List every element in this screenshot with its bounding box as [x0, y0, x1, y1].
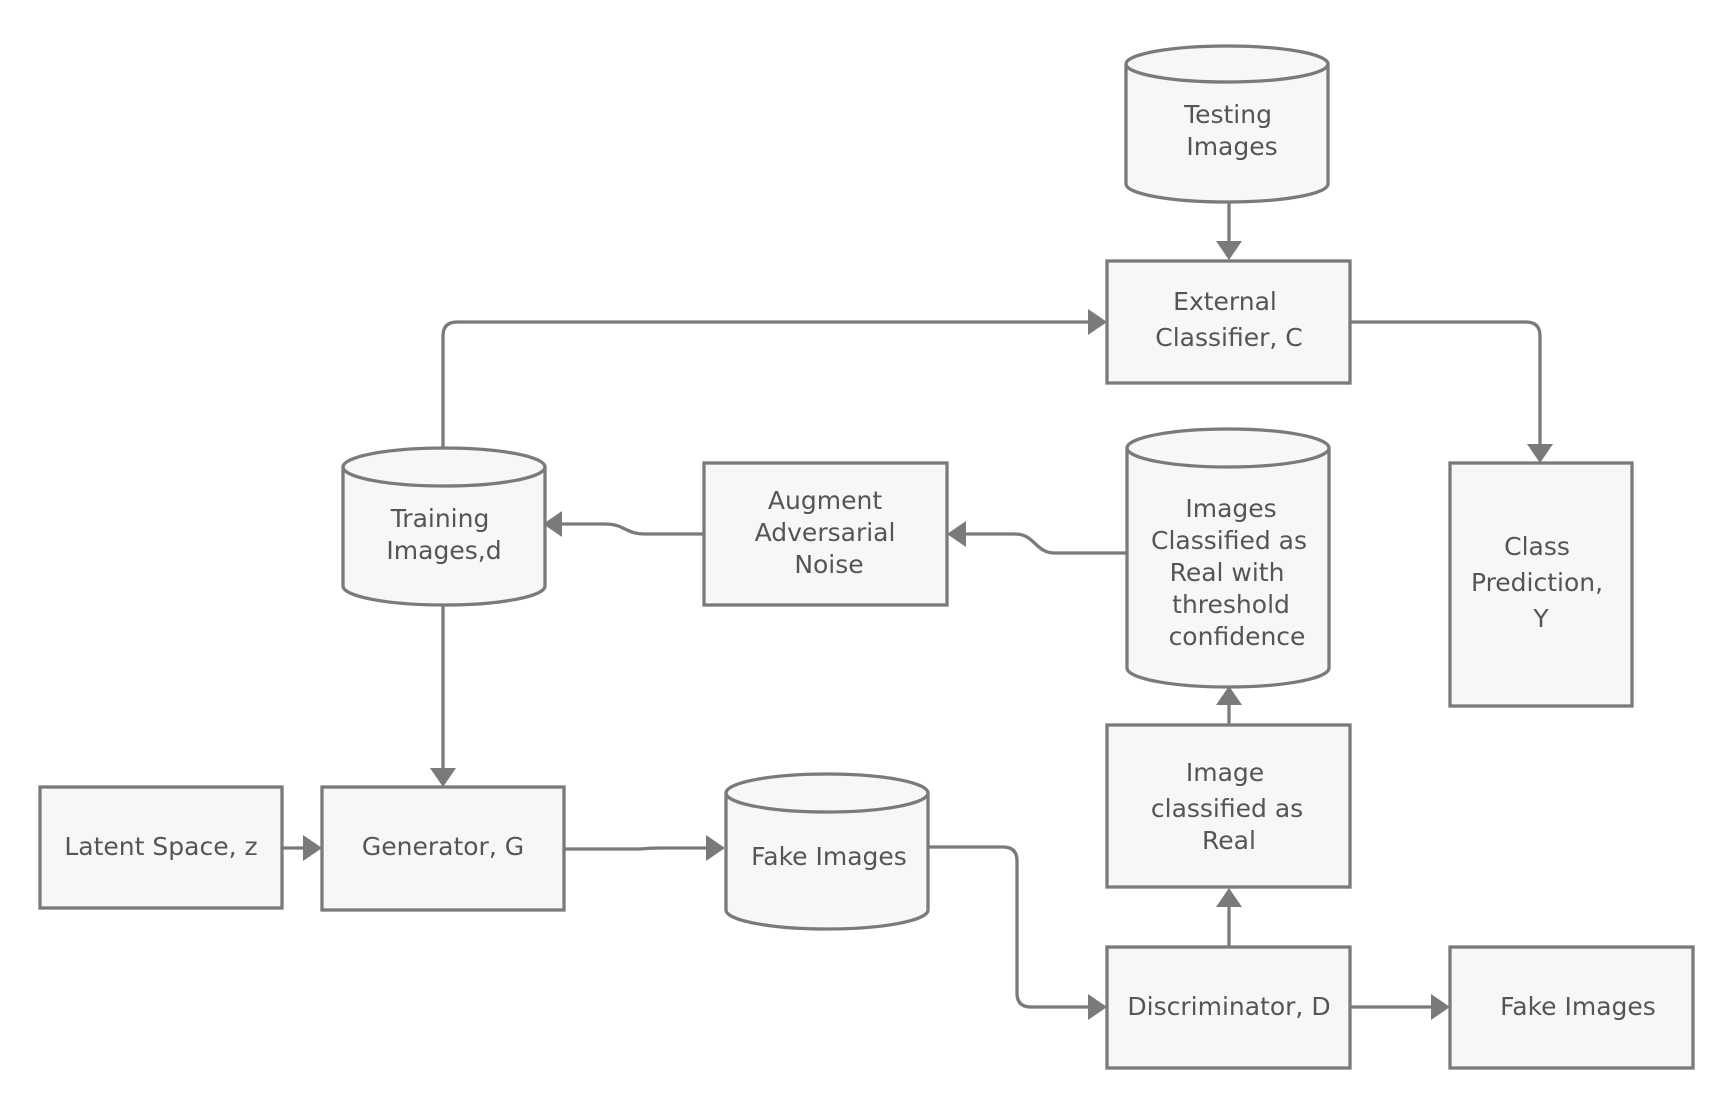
node-fake-images-output[interactable]: Fake Images [1448, 945, 1695, 1070]
node-training-images[interactable]: Training Images,d [341, 446, 547, 607]
node-discriminator[interactable]: Discriminator, D [1105, 945, 1352, 1070]
node-generator[interactable]: Generator, G [320, 785, 566, 912]
node-box [1448, 461, 1634, 708]
cylinder-top [724, 772, 930, 814]
connector-training-to-classifier [441, 320, 1092, 451]
cylinder-top [1124, 44, 1330, 84]
node-label: Images Classified as Real with threshold… [1151, 494, 1315, 651]
cylinder-body [1124, 64, 1330, 204]
connector-generator-to-fake-store [562, 846, 708, 851]
arrowhead-fake-store-to-discriminator [1088, 994, 1107, 1020]
arrowhead-training-to-generator [430, 768, 456, 787]
node-label: Latent Space, z [64, 832, 257, 861]
node-label: Class Prediction, Y [1471, 532, 1611, 633]
arrowhead-threshold-to-augment [947, 521, 966, 547]
connectors [280, 200, 1553, 1020]
arrowhead-testing-to-classifier [1216, 241, 1242, 260]
arrowhead-classified-to-threshold [1216, 686, 1242, 705]
node-label: Generator, G [362, 832, 524, 861]
node-latent-space[interactable]: Latent Space, z [38, 785, 284, 910]
cylinder-top [341, 446, 547, 488]
node-label: Discriminator, D [1127, 992, 1330, 1021]
node-label: Fake Images [1500, 992, 1656, 1021]
connector-classifier-to-prediction [1348, 320, 1542, 446]
node-label: Augment Adversarial Noise [755, 486, 904, 579]
arrowhead-augment-to-training [543, 511, 562, 537]
connector-fake-store-to-discriminator [926, 845, 1090, 1009]
connector-augment-to-training [560, 522, 706, 536]
node-class-prediction[interactable]: Class Prediction, Y [1448, 461, 1634, 708]
node-label: Image classified as Real [1151, 758, 1311, 855]
node-box [1448, 945, 1695, 1070]
node-label: Testing Images [1183, 100, 1280, 161]
node-box [1105, 259, 1352, 385]
arrowhead-classifier-to-prediction [1527, 444, 1553, 463]
arrowhead-discriminator-to-fake-output [1431, 994, 1450, 1020]
node-box [1105, 723, 1352, 889]
cylinder-body [1125, 448, 1331, 689]
arrowhead-discriminator-to-classified [1216, 888, 1242, 907]
node-label: Training Images,d [386, 504, 501, 565]
node-box [320, 785, 566, 912]
node-images-classified-threshold[interactable]: Images Classified as Real with threshold… [1125, 427, 1331, 689]
node-box [1105, 945, 1352, 1070]
node-testing-images[interactable]: Testing Images [1124, 44, 1330, 204]
arrowhead-latent-to-generator [303, 835, 322, 861]
node-image-classified-real[interactable]: Image classified as Real [1105, 723, 1352, 889]
cylinder-body [724, 793, 930, 931]
arrowhead-training-to-classifier [1088, 309, 1107, 335]
node-augment-adversarial-noise[interactable]: Augment Adversarial Noise [702, 461, 949, 607]
node-external-classifier[interactable]: External Classifier, C [1105, 259, 1352, 385]
node-box [38, 785, 284, 910]
cylinder-body [341, 467, 547, 607]
node-label: Fake Images [751, 842, 907, 871]
cylinder-top [1125, 427, 1331, 469]
node-box [702, 461, 949, 607]
node-fake-images-store[interactable]: Fake Images [724, 772, 930, 931]
connector-threshold-to-augment [965, 532, 1128, 555]
node-label: External Classifier, C [1155, 287, 1302, 352]
arrowhead-generator-to-fake-store [706, 835, 725, 861]
